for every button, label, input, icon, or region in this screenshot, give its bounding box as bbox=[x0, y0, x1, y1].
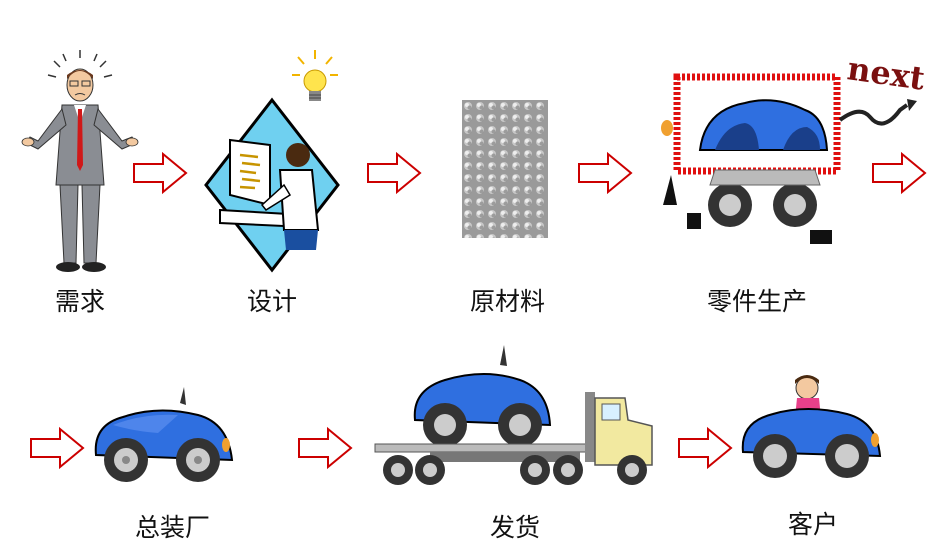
flow-arrow-icon bbox=[578, 151, 633, 195]
designer-at-computer-icon bbox=[204, 50, 340, 273]
customer-driving-car-icon bbox=[741, 375, 882, 478]
confused-person-icon bbox=[21, 50, 139, 272]
flow-arrow-icon bbox=[872, 151, 927, 195]
step-label: 客户 bbox=[788, 510, 839, 539]
step-assembly-plant bbox=[88, 385, 238, 490]
flow-arrow-icon bbox=[367, 151, 422, 195]
step-customer bbox=[735, 370, 885, 490]
step-design bbox=[200, 45, 350, 275]
step-label: 发货 bbox=[490, 513, 541, 542]
step-label: 需求 bbox=[55, 287, 106, 316]
flow-arrow-icon bbox=[298, 426, 353, 470]
car-on-truck-icon bbox=[374, 345, 653, 485]
flow-arrow-icon bbox=[30, 426, 85, 470]
raw-material-icon bbox=[462, 100, 548, 238]
step-label: 总装厂 bbox=[135, 513, 211, 542]
next-badge: next bbox=[845, 49, 927, 97]
step-requirement bbox=[20, 45, 140, 280]
step-label: 零件生产 bbox=[707, 287, 808, 316]
flow-arrow-icon bbox=[678, 426, 733, 470]
step-label: 原材料 bbox=[470, 287, 546, 316]
step-shipping bbox=[370, 340, 655, 495]
step-label: 设计 bbox=[247, 287, 298, 316]
step-parts-production: next bbox=[655, 49, 930, 255]
assembled-car-icon bbox=[94, 387, 234, 482]
flow-arrow-icon bbox=[133, 151, 188, 195]
step-raw-material bbox=[462, 100, 548, 238]
parts-production-icon: next bbox=[661, 49, 927, 244]
